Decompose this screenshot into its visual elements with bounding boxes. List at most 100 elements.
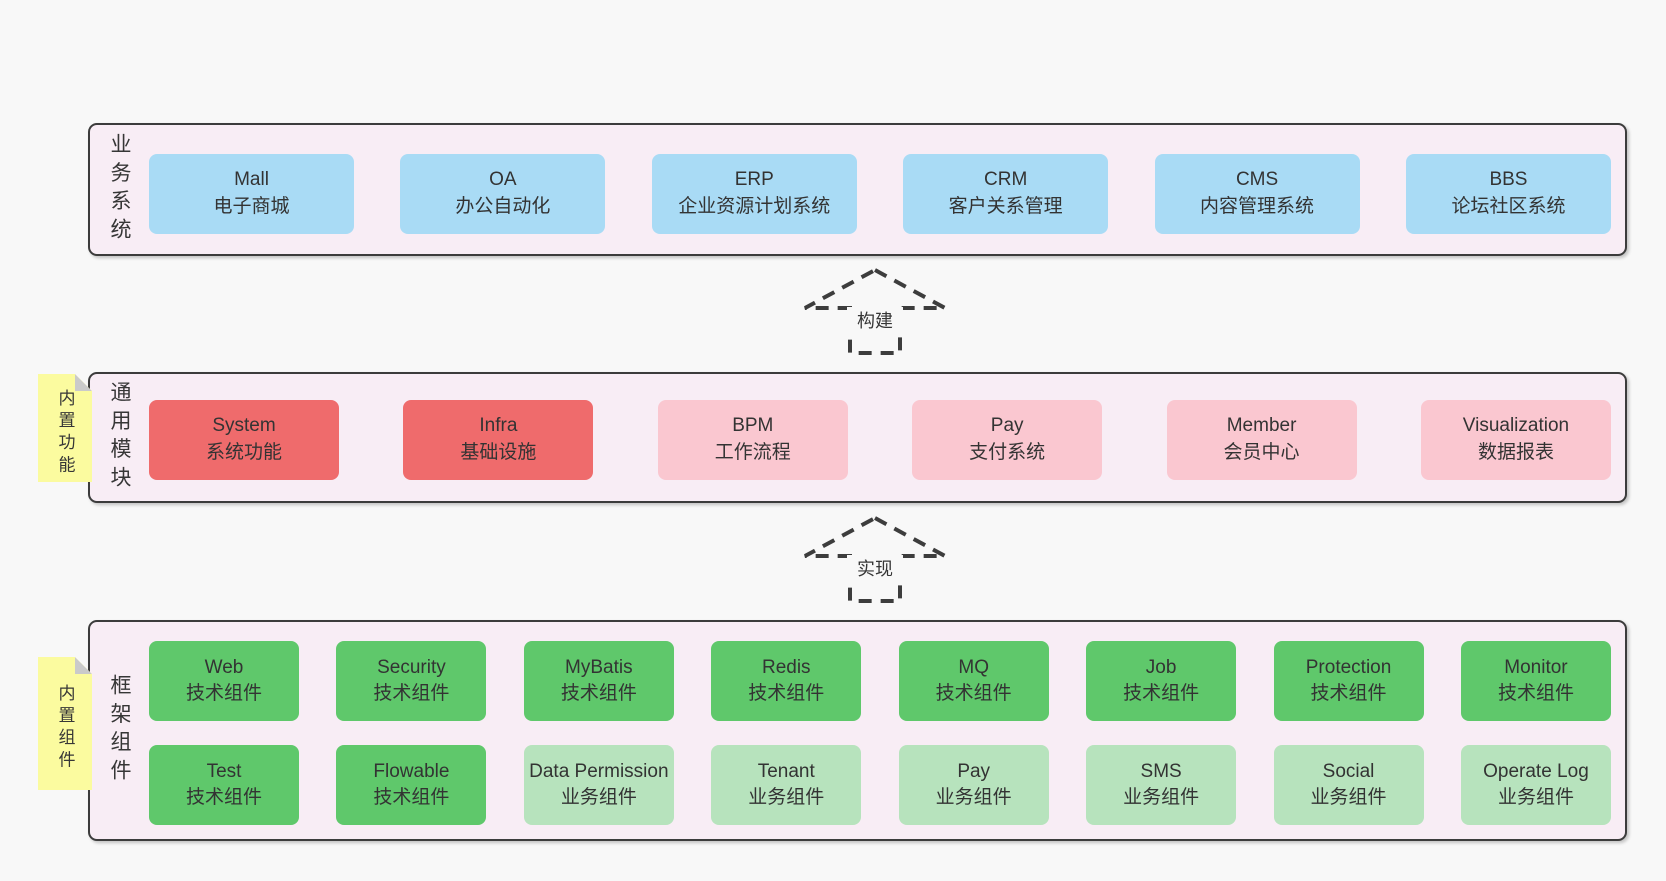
box-title: Web (204, 657, 244, 679)
box-title: MQ (958, 657, 989, 679)
box-subtitle: 技术组件 (748, 683, 825, 704)
box-subtitle: 技术组件 (1310, 683, 1387, 704)
box-erp: ERP 企业资源计划系统 (651, 154, 857, 234)
box-subtitle: 业务组件 (1123, 787, 1200, 808)
box-social: Social 业务组件 (1273, 745, 1424, 825)
box-title: Infra (479, 415, 518, 437)
box-title: Protection (1305, 657, 1392, 679)
box-title: MyBatis (565, 657, 633, 679)
box-subtitle: 业务组件 (560, 787, 637, 808)
box-subtitle: 技术组件 (935, 683, 1012, 704)
box-web: Web 技术组件 (149, 641, 299, 721)
box-title: SMS (1140, 761, 1182, 783)
box-visualization: Visualization 数据报表 (1420, 400, 1611, 480)
box-sms: SMS 业务组件 (1086, 745, 1237, 825)
box-pay: Pay 支付系统 (912, 400, 1103, 480)
box-crm: CRM 客户关系管理 (903, 154, 1109, 234)
box-subtitle: 办公自动化 (455, 196, 551, 217)
box-subtitle: 工作流程 (714, 442, 791, 463)
band-label: 业务系统 (108, 132, 131, 247)
box-bpm: BPM 工作流程 (657, 400, 848, 480)
box-member: Member 会员中心 (1166, 400, 1357, 480)
box-subtitle: 业务组件 (1497, 787, 1574, 808)
box-subtitle: 技术组件 (373, 787, 450, 808)
box-flowable: Flowable 技术组件 (336, 745, 487, 825)
box-operate-log: Operate Log 业务组件 (1460, 745, 1611, 825)
box-title: Test (206, 761, 242, 783)
box-subtitle: 技术组件 (373, 683, 450, 704)
box-title: Pay (957, 761, 991, 783)
box-title: System (212, 415, 276, 437)
box-title: Operate Log (1483, 761, 1589, 783)
box-title: BBS (1489, 169, 1528, 191)
box-mall: Mall 电子商城 (149, 154, 354, 234)
box-title: Flowable (373, 761, 450, 783)
box-mq: MQ 技术组件 (898, 641, 1049, 721)
band-label: 通用模块 (108, 380, 131, 495)
box-subtitle: 电子商城 (213, 196, 290, 217)
box-title: OA (489, 169, 517, 191)
box-title: CMS (1235, 169, 1279, 191)
box-test: Test 技术组件 (149, 745, 299, 825)
box-title: Tenant (757, 761, 815, 783)
box-subtitle: 内容管理系统 (1200, 196, 1315, 217)
band-label: 框架组件 (108, 673, 131, 788)
box-subtitle: 技术组件 (185, 787, 262, 808)
box-cms: CMS 内容管理系统 (1154, 154, 1360, 234)
box-subtitle: 系统功能 (205, 442, 282, 463)
box-title: Data Permission (529, 761, 669, 783)
business-systems-row: Mall 电子商城 OA 办公自动化 ERP 企业资源计划系统 CRM 客户关系管理 CMS 内容… (149, 154, 1611, 234)
box-subtitle: 企业资源计划系统 (678, 196, 831, 217)
box-title: Security (377, 657, 446, 679)
box-subtitle: 会员中心 (1223, 442, 1300, 463)
box-system: System 系统功能 (149, 400, 339, 480)
box-subtitle: 技术组件 (185, 683, 262, 704)
box-subtitle: 业务组件 (935, 787, 1012, 808)
box-title: Visualization (1462, 415, 1570, 437)
box-subtitle: 业务组件 (748, 787, 825, 808)
box-subtitle: 支付系统 (969, 442, 1046, 463)
band-business-systems: 业务系统 Mall 电子商城 OA 办公自动化 ERP 企业资源计划系统 CRM 客户关系管理… (88, 123, 1627, 256)
box-job: Job 技术组件 (1086, 641, 1237, 721)
box-title: Redis (761, 657, 811, 679)
sticky-note-builtin-features: 内置功能 (38, 374, 92, 482)
box-title: Pay (990, 415, 1024, 437)
box-title: BPM (732, 415, 774, 437)
box-redis: Redis 技术组件 (711, 641, 862, 721)
box-title: Monitor (1504, 657, 1568, 679)
box-title: Social (1322, 761, 1375, 783)
box-subtitle: 技术组件 (560, 683, 637, 704)
box-subtitle: 技术组件 (1123, 683, 1200, 704)
box-title: ERP (734, 169, 774, 191)
box-subtitle: 业务组件 (1310, 787, 1387, 808)
box-pay: Pay 业务组件 (898, 745, 1049, 825)
sticky-note-builtin-components: 内置组件 (38, 657, 92, 790)
box-oa: OA 办公自动化 (400, 154, 606, 234)
box-bbs: BBS 论坛社区系统 (1405, 154, 1611, 234)
box-subtitle: 论坛社区系统 (1451, 196, 1566, 217)
box-subtitle: 客户关系管理 (948, 196, 1063, 217)
box-title: CRM (984, 169, 1028, 191)
sticky-label: 内置组件 (55, 684, 75, 773)
box-title: Member (1226, 415, 1297, 437)
arrow-label-build: 构建 (847, 307, 903, 333)
box-subtitle: 技术组件 (1497, 683, 1574, 704)
box-mybatis: MyBatis 技术组件 (523, 641, 674, 721)
sticky-label: 内置功能 (55, 388, 75, 478)
box-subtitle: 数据报表 (1477, 442, 1554, 463)
box-title: Job (1145, 657, 1177, 679)
box-security: Security 技术组件 (336, 641, 487, 721)
box-data-permission: Data Permission 业务组件 (523, 745, 674, 825)
box-title: Mall (234, 169, 269, 191)
box-monitor: Monitor 技术组件 (1460, 641, 1611, 721)
box-tenant: Tenant 业务组件 (711, 745, 862, 825)
box-protection: Protection 技术组件 (1273, 641, 1424, 721)
arrow-label-implement: 实现 (847, 555, 903, 581)
